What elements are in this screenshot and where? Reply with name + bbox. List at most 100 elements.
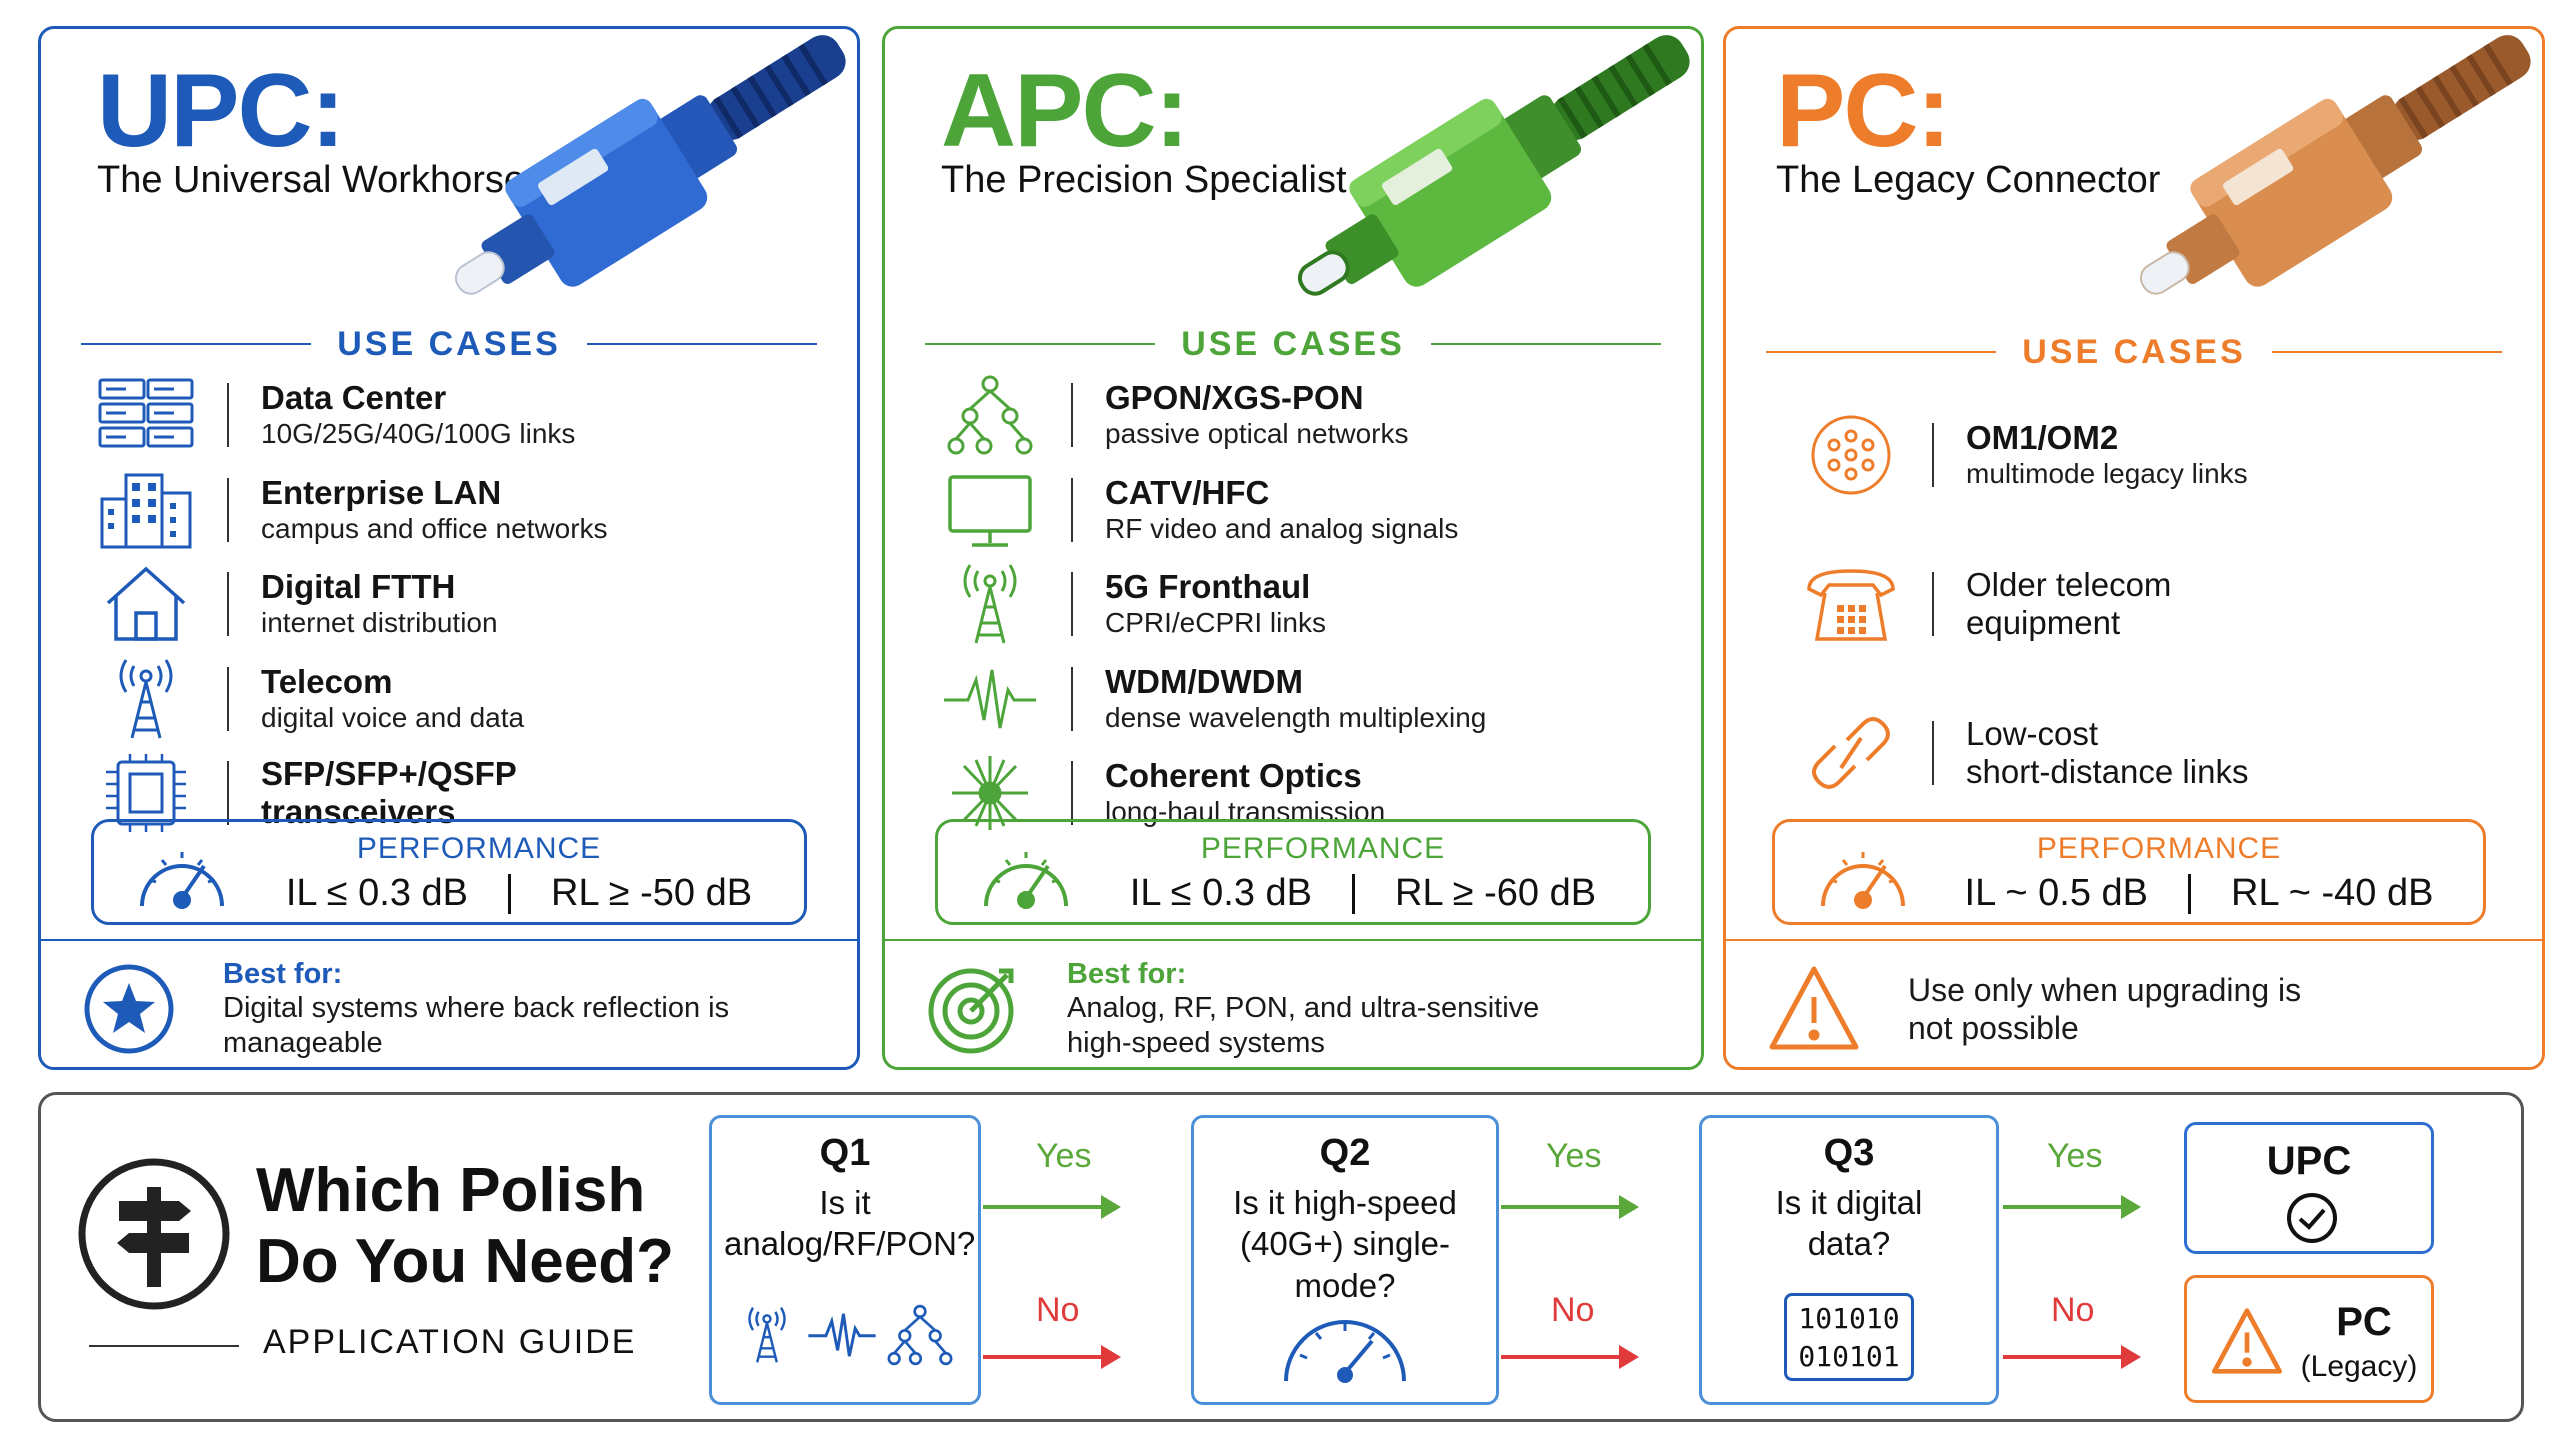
pc-performance-label: PERFORMANCE — [2036, 832, 2282, 865]
no-label: No — [1551, 1291, 1595, 1329]
upc-rl-value: RL ≥ -50 dB — [551, 872, 753, 914]
use-case-desc: short-distance links — [1966, 753, 2249, 790]
yes-label: Yes — [1036, 1137, 1092, 1175]
yes-label: Yes — [2047, 1137, 2103, 1175]
pc-il-value: IL ~ 0.5 dB — [1964, 872, 2148, 914]
binary-data-icon: 101010 010101 — [1784, 1293, 1914, 1381]
apc-best-for: Best for: Analog, RF, PON, and ultra-sen… — [925, 954, 1671, 1064]
chip-icon — [106, 754, 186, 832]
apc-subtitle: The Precision Specialist — [941, 159, 1347, 201]
pc-title: PC: — [1776, 53, 1951, 169]
use-case-title: 5G Fronthaul — [1105, 568, 1311, 606]
gauge-icon — [1821, 852, 1905, 909]
apc-title: APC: — [941, 53, 1189, 169]
pc-use-cases-label: USE CASES — [2022, 332, 2246, 371]
apc-il-value: IL ≤ 0.3 dB — [1129, 872, 1312, 914]
use-case-desc: multimode legacy links — [1966, 458, 2248, 490]
yes-arrow-icon — [2003, 1195, 2141, 1219]
use-case-title: Digital FTTH — [261, 568, 456, 606]
guide-title: Which Polish Do You Need? — [256, 1156, 674, 1297]
apc-connector-icon — [1297, 35, 1690, 296]
apc-use-cases-header: USE CASES — [925, 319, 1661, 369]
question-text: Is it analog/RF/PON? — [724, 1184, 976, 1263]
upc-use-cases-label: USE CASES — [337, 324, 561, 363]
use-case-title: Coherent Optics — [1105, 757, 1362, 795]
server-rack-icon — [98, 378, 194, 448]
warning-icon — [2211, 1308, 2282, 1374]
binary-line-2: 010101 — [1798, 1340, 1900, 1373]
guide-subtitle: APPLICATION GUIDE — [263, 1323, 637, 1361]
pc-performance-box: PERFORMANCE IL ~ 0.5 dB RL ~ -40 dB — [1772, 819, 2486, 925]
upc-performance-box: PERFORMANCE IL ≤ 0.3 dB RL ≥ -50 dB — [91, 819, 807, 925]
upc-il-value: IL ≤ 0.3 dB — [285, 872, 468, 914]
waveform-icon — [944, 669, 1036, 728]
upc-subtitle: The Universal Workhorse — [97, 159, 526, 201]
use-case-title: OM1/OM2 — [1966, 419, 2119, 457]
yes-arrow-icon — [1501, 1195, 1639, 1219]
apc-use-cases-label: USE CASES — [1181, 324, 1405, 363]
upc-best-for-label: Best for: — [223, 957, 343, 990]
upc-card: UPC: The Universal Workhorse USE CASES D… — [38, 26, 860, 1070]
cell-tower-icon — [119, 658, 173, 738]
pc-rl-value: RL ~ -40 dB — [2231, 872, 2434, 914]
result-upc-label: UPC — [2266, 1139, 2352, 1183]
result-pc-box: PC (Legacy) — [2184, 1275, 2434, 1403]
apc-rl-value: RL ≥ -60 dB — [1395, 872, 1597, 914]
upc-performance-label: PERFORMANCE — [356, 832, 602, 865]
use-case-desc: passive optical networks — [1105, 418, 1409, 450]
use-case-title: WDM/DWDM — [1105, 662, 1303, 700]
cell-tower-icon — [963, 564, 1017, 644]
gauge-icon — [1284, 1320, 1406, 1383]
question-text: Is it high-speed (40G+) single-mode? — [1233, 1184, 1457, 1304]
fiber-bundle-icon — [1811, 415, 1891, 495]
application-guide: Which Polish Do You Need? APPLICATION GU… — [38, 1092, 2524, 1422]
use-case-title: Telecom — [261, 662, 393, 700]
target-icon — [928, 968, 1014, 1054]
apc-best-for-label: Best for: — [1067, 957, 1187, 990]
no-arrow-icon — [983, 1345, 1121, 1369]
use-case-desc: internet distribution — [261, 607, 498, 639]
no-label: No — [2051, 1291, 2095, 1329]
apc-performance-label: PERFORMANCE — [1200, 832, 1446, 865]
question-2-box: Q2 Is it high-speed (40G+) single-mode? — [1191, 1115, 1499, 1405]
use-case-title: Low-cost — [1966, 715, 2099, 753]
pc-connector-icon — [2139, 35, 2531, 295]
use-case-desc: long-haul transmission — [1105, 796, 1386, 828]
result-pc-note: (Legacy) — [2300, 1350, 2418, 1383]
apc-best-for-text: Analog, RF, PON, and ultra-sensitive hig… — [1067, 991, 1540, 1059]
star-icon — [84, 964, 174, 1054]
network-tree-icon — [947, 375, 1033, 455]
question-id: Q1 — [819, 1132, 871, 1174]
question-text: Is it digital data? — [1775, 1184, 1923, 1263]
question-1-box: Q1 Is it analog/RF/PON? — [709, 1115, 981, 1405]
waveform-icon — [808, 1313, 876, 1357]
gauge-icon — [140, 852, 224, 909]
use-case-title: CATV/HFC — [1105, 473, 1270, 511]
result-upc-box: UPC — [2184, 1122, 2434, 1254]
result-pc-label: PC — [2336, 1300, 2392, 1344]
warning-icon — [1769, 966, 1859, 1050]
binary-line-1: 101010 — [1798, 1302, 1900, 1335]
yes-label: Yes — [1546, 1137, 1602, 1175]
pc-card: PC: The Legacy Connector USE CASES OM1/O… — [1723, 26, 2545, 1070]
question-id: Q2 — [1319, 1132, 1371, 1174]
check-circle-icon — [2287, 1193, 2337, 1243]
upc-best-for-text: Digital systems where back reflection is… — [223, 991, 730, 1059]
use-case-desc: CPRI/eCPRI links — [1105, 607, 1326, 639]
upc-connector-icon — [454, 35, 846, 295]
use-case-title: Older telecom — [1966, 566, 2172, 604]
apc-performance-box: PERFORMANCE IL ≤ 0.3 dB RL ≥ -60 dB — [935, 819, 1651, 925]
gauge-icon — [984, 852, 1068, 909]
network-tree-icon — [887, 1304, 953, 1366]
use-case-desc: transceivers — [261, 793, 456, 830]
